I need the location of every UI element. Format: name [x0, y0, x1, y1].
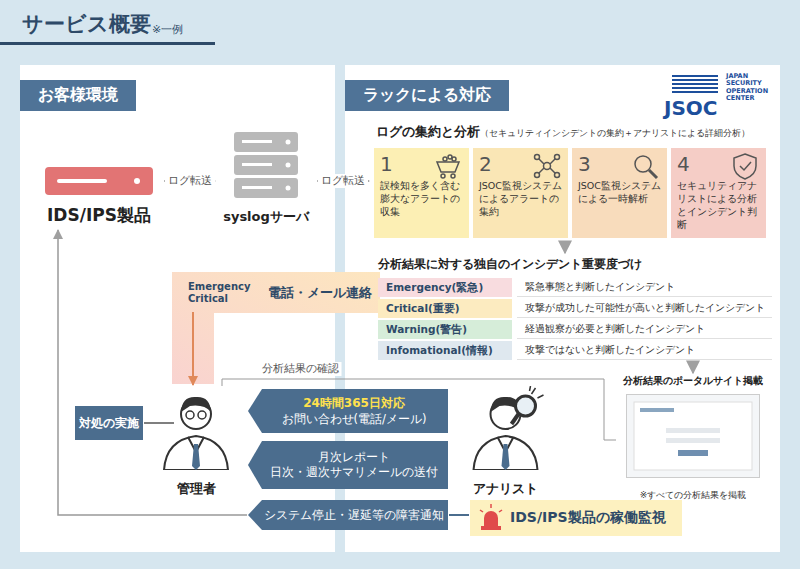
portal-box: 分析結果のポータルサイト掲載 ※すべての分析結果を掲載: [618, 374, 768, 502]
node-text: JSOC監視システムによるアラートの集約: [479, 179, 562, 218]
node-text: Infomational(情報): [378, 341, 512, 360]
logo-subtext: JAPAN SECURITY OPERATION CENTER: [726, 73, 778, 103]
node-text: 管理者: [177, 480, 216, 498]
severity-row: Infomational(情報) 攻撃ではないと判断したインシデント: [378, 341, 772, 360]
node-text: ※すべての分析結果を掲載: [640, 489, 747, 502]
analyst-figure: [458, 386, 553, 470]
node-text: ログの集約と分析: [376, 124, 480, 139]
node-text: 日次・週次サマリメールの送付: [270, 465, 438, 480]
arrow-band: 24時間365日対応お問い合わせ(電話/メール): [248, 389, 448, 433]
node-text: ラックによる対応: [345, 80, 509, 111]
siren-icon: [476, 502, 506, 534]
device: IDS/IPS製品: [37, 163, 161, 227]
severity-row: Emergency(緊急) 緊急事態と判断したインシデント: [378, 278, 772, 297]
portal-screenshot: [626, 394, 760, 478]
alert-arrow: [192, 312, 194, 385]
connector-label: ログ転送: [165, 174, 215, 188]
flow-arrow: [692, 363, 694, 373]
node-text: Emergency Critical: [188, 281, 254, 305]
node-text: アナリスト: [473, 480, 538, 498]
step-box: 4セキュリティアナリストによる分析とインシデント判断: [671, 148, 766, 238]
note: ※一例: [152, 22, 183, 37]
node-text: お客様環境: [20, 80, 136, 111]
step-icon: [532, 152, 562, 180]
node-text: お問い合わせ(電話/メール): [282, 412, 427, 427]
node-text: JSOC監視システムによる一時解析: [578, 179, 661, 205]
node-text: 緊急事態と判断したインシデント: [517, 278, 772, 297]
step-box: 2JSOC監視システムによるアラートの集約: [473, 148, 568, 238]
logo-text: JSOC: [664, 96, 718, 120]
node-text: セキュリティアナリストによる分析とインシデント判断: [677, 179, 760, 231]
node-text: 攻撃ではないと判断したインシデント: [517, 341, 772, 360]
node-text: Emergency(緊急): [378, 278, 512, 297]
connector: [449, 514, 469, 516]
node-text: 月次レポート: [318, 450, 390, 465]
logo-stripes: [672, 76, 718, 92]
server-icon: [218, 130, 314, 200]
arrow-band: システム停止・遅延等の障害通知: [248, 500, 448, 530]
node-text: システム停止・遅延等の障害通知: [264, 508, 444, 523]
node-text: 電話・メール連絡: [268, 285, 372, 302]
person: アナリスト: [458, 386, 553, 498]
node-text: 2: [479, 151, 562, 177]
step-box: 3JSOC監視システムによる一時解析: [572, 148, 667, 238]
step-icon: [730, 152, 760, 180]
contact-band: Emergency Critical 電話・メール連絡: [188, 276, 378, 310]
node-text: 分析結果のポータルサイト掲載: [623, 374, 763, 388]
node-text: 攻撃が成功した可能性が高いと判断したインシデント: [517, 299, 772, 318]
node-text: Critical(重要): [378, 299, 512, 318]
arrow-band: 月次レポート日次・週次サマリメールの送付: [248, 441, 448, 489]
person: 管理者: [150, 386, 242, 498]
alert-band: [172, 272, 380, 384]
arrow-shape: [248, 389, 448, 433]
severity-row: Warning(警告) 経過観察が必要と判断したインシデント: [378, 320, 772, 339]
node-text: 24時間365日対応: [303, 395, 405, 412]
server: syslogサーバ: [218, 130, 314, 226]
ids-icon: [37, 163, 161, 197]
node-text: 経過観察が必要と判断したインシデント: [517, 320, 772, 339]
flow-arrow: [564, 243, 566, 253]
node-text: 分析結果に対する独自のインシデント重要度づけ: [378, 254, 772, 274]
node-text: 1: [380, 151, 463, 177]
node-text: Warning(警告): [378, 320, 512, 339]
monitor-box: IDS/IPS製品の稼働監視: [470, 500, 682, 536]
step-icon: [631, 152, 661, 180]
node-text: （セキュリティインシデントの集約＋アナリストによる詳細分析）: [480, 128, 750, 138]
step-box: 1誤検知を多く含む膨大なアラートの収集: [374, 148, 469, 238]
connector-label: ログ転送: [318, 174, 368, 188]
node-text: 誤検知を多く含む膨大なアラートの収集: [380, 179, 463, 218]
node-text: 4: [677, 151, 760, 177]
manager-figure: [150, 386, 242, 470]
node-text: syslogサーバ: [223, 208, 309, 226]
step-group: ログの集約と分析（セキュリティインシデントの集約＋アナリストによる詳細分析） 1誤…: [372, 122, 772, 242]
node-text: IDS/IPS製品の稼働監視: [510, 509, 666, 527]
leader-line: [222, 379, 616, 440]
connector-label: 分析結果の確認: [259, 362, 342, 376]
action-box: 対処の実施: [75, 406, 143, 440]
step-icon: [433, 152, 463, 180]
connector: [144, 422, 174, 424]
node-text: 3: [578, 151, 661, 177]
severity-table: 分析結果に対する独自のインシデント重要度づけ Emergency(緊急) 緊急事態と…: [378, 254, 772, 362]
node-text: IDS/IPS製品: [47, 204, 151, 227]
severity-row: Critical(重要) 攻撃が成功した可能性が高いと判断したインシデント: [378, 299, 772, 318]
title: サービス概要: [22, 10, 151, 38]
title-underline: [0, 42, 215, 45]
notice-line: [58, 230, 247, 515]
node-text: 対処の実施: [79, 415, 139, 432]
